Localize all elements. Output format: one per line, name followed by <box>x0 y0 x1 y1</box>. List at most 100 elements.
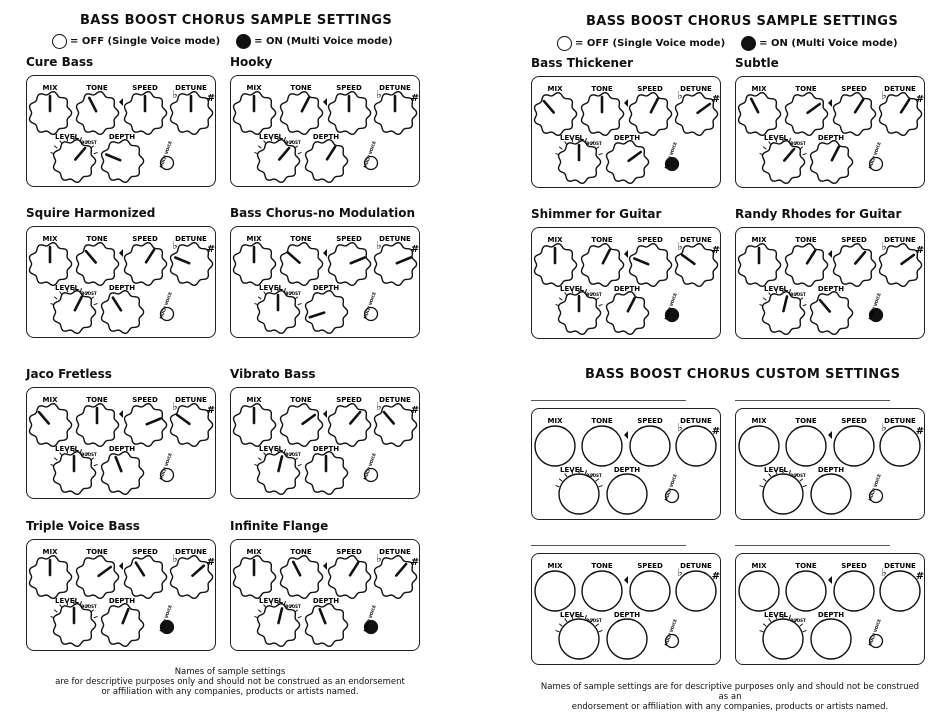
depth-knob[interactable] <box>809 139 854 185</box>
custom-name-line[interactable] <box>735 400 890 401</box>
depth-knob[interactable] <box>100 450 145 496</box>
depth-knob[interactable] <box>100 289 145 335</box>
tone-knob[interactable] <box>75 402 120 448</box>
detune-knob[interactable] <box>169 402 214 448</box>
mix-knob[interactable] <box>738 570 780 612</box>
multi-voice-switch[interactable] <box>363 619 379 635</box>
depth-knob[interactable] <box>809 290 854 336</box>
level-knob[interactable] <box>762 473 804 515</box>
speed-knob[interactable] <box>327 402 372 448</box>
depth-knob[interactable] <box>810 473 852 515</box>
custom-name-line[interactable] <box>531 545 686 546</box>
multi-voice-switch[interactable] <box>868 307 884 323</box>
level-knob[interactable] <box>52 138 97 184</box>
speed-knob[interactable] <box>832 242 877 288</box>
mix-knob[interactable] <box>232 90 277 136</box>
multi-voice-switch[interactable] <box>363 306 379 322</box>
depth-knob[interactable] <box>304 289 349 335</box>
multi-voice-switch[interactable] <box>664 488 680 504</box>
level-knob[interactable] <box>52 602 97 648</box>
speed-knob[interactable] <box>327 241 372 287</box>
mix-knob[interactable] <box>533 91 578 137</box>
detune-knob[interactable] <box>169 241 214 287</box>
tone-knob[interactable] <box>279 402 324 448</box>
mix-knob[interactable] <box>737 242 782 288</box>
level-knob[interactable] <box>558 618 600 660</box>
tone-knob[interactable] <box>75 90 120 136</box>
custom-name-line[interactable] <box>531 400 686 401</box>
level-knob[interactable] <box>52 289 97 335</box>
mix-knob[interactable] <box>737 91 782 137</box>
tone-knob[interactable] <box>784 242 829 288</box>
mix-knob[interactable] <box>533 242 578 288</box>
speed-knob[interactable] <box>629 570 671 612</box>
speed-knob[interactable] <box>628 91 673 137</box>
tone-knob[interactable] <box>75 241 120 287</box>
depth-knob[interactable] <box>100 602 145 648</box>
depth-knob[interactable] <box>606 473 648 515</box>
level-knob[interactable] <box>557 139 602 185</box>
tone-knob[interactable] <box>785 425 827 467</box>
multi-voice-switch[interactable] <box>664 156 680 172</box>
speed-knob[interactable] <box>123 402 168 448</box>
speed-knob[interactable] <box>629 425 671 467</box>
depth-knob[interactable] <box>304 138 349 184</box>
level-knob[interactable] <box>256 450 301 496</box>
custom-name-line[interactable] <box>735 545 890 546</box>
detune-knob[interactable] <box>373 554 418 600</box>
mix-knob[interactable] <box>232 402 277 448</box>
depth-knob[interactable] <box>606 618 648 660</box>
multi-voice-switch[interactable] <box>159 155 175 171</box>
detune-knob[interactable] <box>674 242 719 288</box>
mix-knob[interactable] <box>738 425 780 467</box>
multi-voice-switch[interactable] <box>363 467 379 483</box>
detune-knob[interactable] <box>879 425 921 467</box>
depth-knob[interactable] <box>605 290 650 336</box>
mix-knob[interactable] <box>28 554 73 600</box>
speed-knob[interactable] <box>123 90 168 136</box>
depth-knob[interactable] <box>810 618 852 660</box>
level-knob[interactable] <box>761 139 806 185</box>
detune-knob[interactable] <box>373 402 418 448</box>
multi-voice-switch[interactable] <box>664 633 680 649</box>
speed-knob[interactable] <box>628 242 673 288</box>
level-knob[interactable] <box>256 602 301 648</box>
multi-voice-switch[interactable] <box>868 156 884 172</box>
multi-voice-switch[interactable] <box>159 619 175 635</box>
detune-knob[interactable] <box>674 91 719 137</box>
mix-knob[interactable] <box>232 241 277 287</box>
speed-knob[interactable] <box>327 554 372 600</box>
level-knob[interactable] <box>256 138 301 184</box>
depth-knob[interactable] <box>304 602 349 648</box>
mix-knob[interactable] <box>534 425 576 467</box>
level-knob[interactable] <box>558 473 600 515</box>
detune-knob[interactable] <box>169 554 214 600</box>
tone-knob[interactable] <box>580 242 625 288</box>
tone-knob[interactable] <box>279 554 324 600</box>
multi-voice-switch[interactable] <box>159 306 175 322</box>
speed-knob[interactable] <box>833 570 875 612</box>
multi-voice-switch[interactable] <box>159 467 175 483</box>
detune-knob[interactable] <box>878 242 923 288</box>
multi-voice-switch[interactable] <box>868 488 884 504</box>
detune-knob[interactable] <box>879 570 921 612</box>
tone-knob[interactable] <box>784 91 829 137</box>
speed-knob[interactable] <box>123 554 168 600</box>
level-knob[interactable] <box>52 450 97 496</box>
tone-knob[interactable] <box>580 91 625 137</box>
speed-knob[interactable] <box>123 241 168 287</box>
speed-knob[interactable] <box>833 425 875 467</box>
multi-voice-switch[interactable] <box>363 155 379 171</box>
tone-knob[interactable] <box>75 554 120 600</box>
level-knob[interactable] <box>761 290 806 336</box>
detune-knob[interactable] <box>373 90 418 136</box>
mix-knob[interactable] <box>28 90 73 136</box>
tone-knob[interactable] <box>785 570 827 612</box>
mix-knob[interactable] <box>28 402 73 448</box>
multi-voice-switch[interactable] <box>664 307 680 323</box>
tone-knob[interactable] <box>279 90 324 136</box>
level-knob[interactable] <box>557 290 602 336</box>
detune-knob[interactable] <box>675 425 717 467</box>
level-knob[interactable] <box>762 618 804 660</box>
depth-knob[interactable] <box>100 138 145 184</box>
